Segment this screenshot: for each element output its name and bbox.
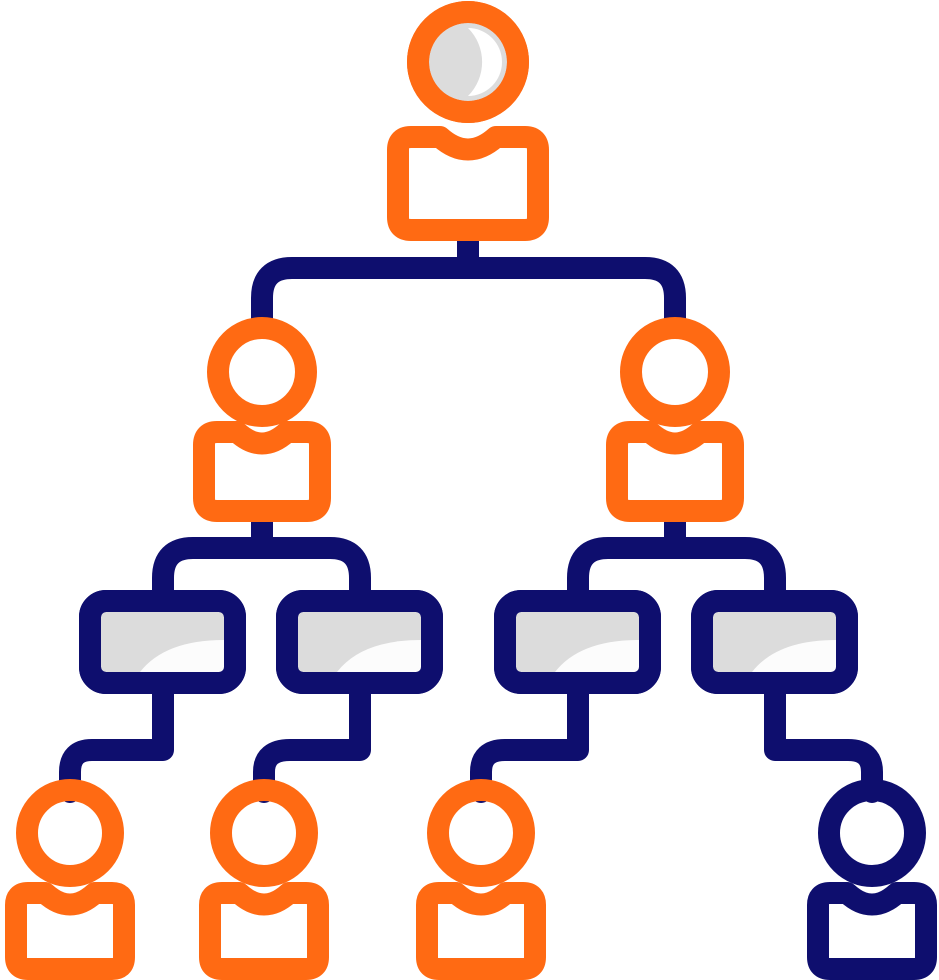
connector-box3-person3 (470, 679, 589, 803)
connector-right-boxes (567, 537, 786, 607)
level4-person-3-icon (416, 779, 546, 980)
level3-box-2-icon (276, 590, 443, 694)
connector-box1-person1 (59, 679, 174, 803)
level4-person-2-icon (199, 779, 329, 980)
root-person-icon (387, 1, 549, 241)
level3-box-1-icon (79, 590, 246, 694)
connector-lines (59, 219, 883, 803)
connector-level2-bar (251, 257, 686, 333)
level4-person-4-icon (807, 779, 937, 980)
level3-box-3-icon (494, 590, 661, 694)
connector-box4-person4 (764, 679, 883, 803)
level2-left-person-icon (193, 317, 331, 522)
connector-left-boxes (152, 537, 371, 607)
level3-box-4-icon (691, 590, 858, 694)
level4-person-1-icon (5, 779, 135, 980)
connector-box2-person2 (253, 679, 371, 803)
level2-right-person-icon (606, 317, 744, 522)
